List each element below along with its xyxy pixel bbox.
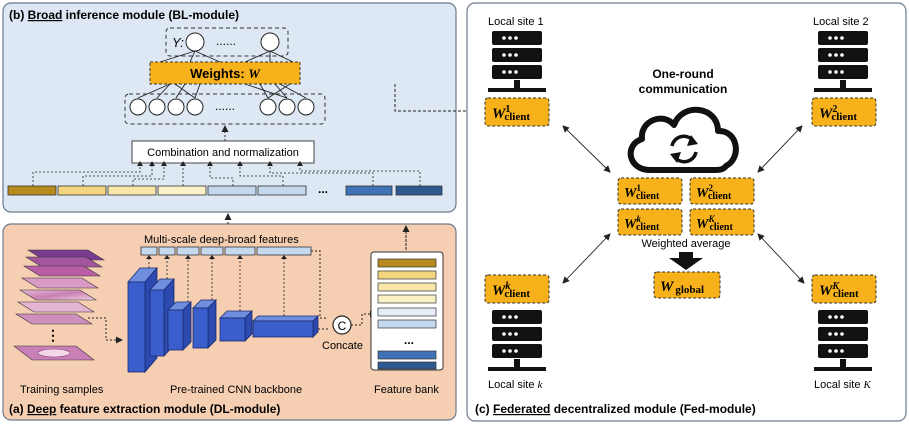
multiscale-feature-bars — [140, 246, 312, 256]
fed-module-panel — [466, 2, 907, 422]
bl-module-panel — [2, 2, 457, 213]
hidden-node — [259, 98, 277, 116]
hidden-node — [129, 98, 147, 116]
training-samples-label: Training samples — [20, 384, 104, 396]
site2-weight-box — [811, 97, 877, 127]
output-node — [185, 32, 205, 52]
communication-label-line2: communication — [639, 82, 728, 96]
server-icon — [488, 310, 546, 371]
site-label-2: Local site 2 — [813, 16, 869, 28]
site-label-K: Local site K — [814, 379, 872, 391]
feature-segment — [257, 185, 307, 196]
hidden-node — [148, 98, 166, 116]
weighted-average-label: Weighted average — [641, 238, 730, 250]
output-dots: ...... — [216, 34, 236, 48]
concat-symbol: C — [338, 319, 347, 333]
feature-segment — [107, 185, 157, 196]
output-nodes-box — [165, 27, 289, 57]
dl-module-title: (a) Deep feature extraction module (DL-m… — [9, 402, 280, 416]
server-icon — [488, 31, 546, 92]
feature-segment — [207, 185, 257, 196]
hidden-node — [297, 98, 315, 116]
weights-links-top — [159, 50, 294, 63]
weights-layer — [149, 61, 301, 85]
hidden-node — [278, 98, 296, 116]
hidden-dots: ...... — [215, 99, 235, 113]
combination-box — [131, 140, 315, 164]
arrow-concat-to-bank — [351, 310, 377, 326]
weights-text: Weights: W — [190, 66, 261, 81]
hidden-node — [186, 98, 204, 116]
feature-bank-label: Feature bank — [374, 384, 439, 396]
feature-segment — [7, 185, 57, 196]
fed-module-title: (c) Federated decentralized module (Fed-… — [475, 402, 756, 416]
feature-segment — [57, 185, 107, 196]
concat-label: Concate — [322, 340, 363, 352]
feature-segment — [157, 185, 207, 196]
hidden-nodes — [129, 98, 315, 116]
combination-label: Combination and normalization — [147, 147, 299, 159]
server-icon — [814, 310, 872, 371]
sync-arrows — [562, 125, 805, 284]
hidden-nodes-box — [124, 93, 326, 125]
hidden-node — [167, 98, 185, 116]
sitek-weight-box — [484, 274, 550, 304]
server-icon — [814, 31, 872, 92]
down-arrow-icon — [669, 252, 703, 270]
output-label: Y: — [172, 35, 184, 50]
features-to-concat-link — [311, 250, 327, 319]
cnn-arrowheads — [146, 255, 287, 259]
feature-bar — [7, 185, 443, 196]
sample-dots: ⋮ — [46, 327, 60, 343]
cloud-sync-icon — [627, 106, 739, 173]
bl-module-title: (b) Broad inference module (BL-module) — [9, 8, 239, 22]
feature-segment — [395, 185, 443, 196]
feature-bank-rows — [377, 258, 437, 370]
training-samples-stack — [13, 249, 106, 361]
central-weights — [617, 177, 755, 236]
cnn-backbone — [127, 266, 319, 374]
site1-weight-box — [484, 97, 550, 127]
global-weight-box — [653, 271, 721, 299]
site-label-1: Local site 1 — [488, 16, 544, 28]
communication-label-line1: One-round — [652, 67, 713, 81]
arrow-samples-to-cnn — [88, 317, 123, 344]
feature-segment — [345, 185, 393, 196]
weights-links-bottom — [137, 83, 307, 99]
feature-connector-arrowheads — [137, 161, 303, 166]
feature-connectors — [32, 165, 421, 186]
cnn-backbone-label: Pre-trained CNN backbone — [170, 384, 302, 396]
site-label-k: Local site k — [488, 379, 544, 391]
bank-dots: ... — [404, 333, 414, 347]
siteK-weight-box — [811, 274, 877, 304]
multiscale-features-label: Multi-scale deep-broad features — [144, 234, 299, 246]
output-node — [260, 32, 280, 52]
arrow-weights-to-site1 — [394, 84, 484, 115]
feature-dots: ... — [318, 182, 328, 196]
